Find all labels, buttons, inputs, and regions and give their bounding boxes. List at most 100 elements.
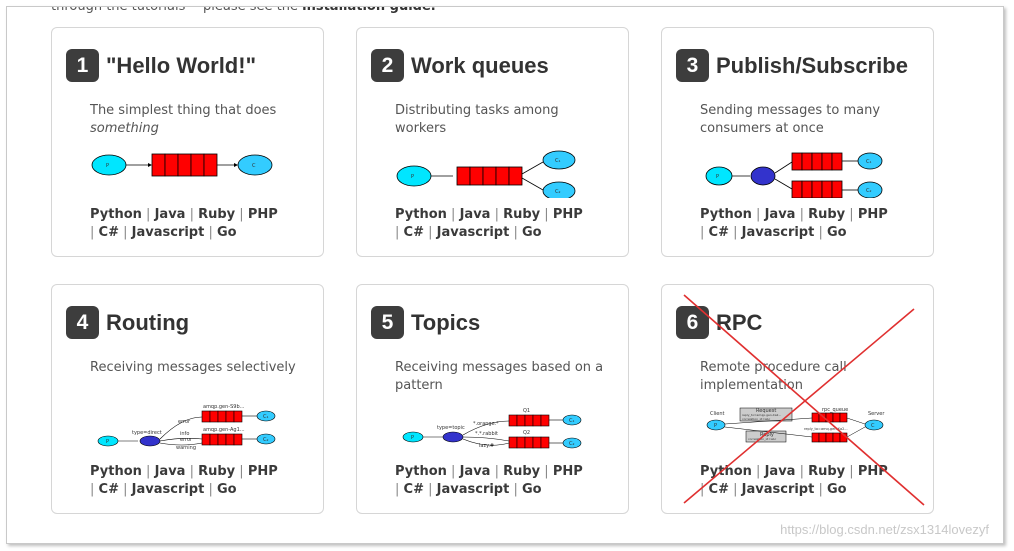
language-links: Python | Java | Ruby | PHP | C# | Javasc… xyxy=(700,464,888,497)
card-description: Receiving messages based on a pattern xyxy=(395,360,604,393)
installation-guide-link[interactable]: installation guide. xyxy=(302,6,436,14)
corr-id2-label: correlation_id=abc xyxy=(748,437,777,441)
rabbit-label: *.*.rabbit xyxy=(475,431,498,437)
link-javascript[interactable]: Javascript xyxy=(436,225,510,240)
link-ruby[interactable]: Ruby xyxy=(198,207,236,222)
link-csharp[interactable]: C# xyxy=(403,482,424,497)
card-number: 6 xyxy=(676,306,709,339)
tutorial-card-6: 6 RPC Remote procedure call implementati… xyxy=(661,284,934,514)
link-php[interactable]: PHP xyxy=(857,207,888,222)
link-ruby[interactable]: Ruby xyxy=(503,207,541,222)
corr-id-label: correlation_id=abc xyxy=(742,417,771,421)
link-csharp[interactable]: C# xyxy=(708,225,729,240)
tutorial-card-5: 5 Topics Receiving messages based on a p… xyxy=(356,284,629,514)
card-title[interactable]: Routing xyxy=(106,309,190,335)
link-javascript[interactable]: Javascript xyxy=(131,482,205,497)
link-go[interactable]: Go xyxy=(217,482,237,497)
consumer-node xyxy=(237,154,273,176)
c2-label: C₂ xyxy=(569,441,575,447)
link-python[interactable]: Python xyxy=(395,464,447,479)
link-csharp[interactable]: C# xyxy=(403,225,424,240)
card-title[interactable]: Topics xyxy=(411,309,481,335)
card-description: Sending messages to many consumers at on… xyxy=(700,103,881,136)
card-title[interactable]: Work queues xyxy=(411,52,549,78)
card-header: 4 Routing xyxy=(66,306,189,339)
q1-label: Q1 xyxy=(523,408,530,414)
link-ruby[interactable]: Ruby xyxy=(808,207,846,222)
card-title[interactable]: Publish/Subscribe xyxy=(716,52,908,78)
consumer-label: C xyxy=(252,163,256,169)
reply-queue-label: reply_to=amq.gen-Xa2... xyxy=(804,427,848,431)
card-number: 4 xyxy=(66,306,99,339)
link-java[interactable]: Java xyxy=(764,207,796,222)
card-number: 1 xyxy=(66,49,99,82)
link-go[interactable]: Go xyxy=(827,482,847,497)
link-java[interactable]: Java xyxy=(459,207,491,222)
tutorial-card-4: 4 Routing Receiving messages selectively… xyxy=(51,284,324,514)
link-python[interactable]: Python xyxy=(90,207,142,222)
link-javascript[interactable]: Javascript xyxy=(741,225,815,240)
link-go[interactable]: Go xyxy=(827,225,847,240)
link-go[interactable]: Go xyxy=(522,225,542,240)
exchange-node xyxy=(750,166,776,186)
error-label: error xyxy=(178,419,191,425)
link-java[interactable]: Java xyxy=(154,207,186,222)
link-java[interactable]: Java xyxy=(764,464,796,479)
link-php[interactable]: PHP xyxy=(247,464,278,479)
tutorial-card-3: 3 Publish/Subscribe Sending messages to … xyxy=(661,27,934,257)
link-ruby[interactable]: Ruby xyxy=(503,464,541,479)
info-label: info xyxy=(180,431,189,437)
link-go[interactable]: Go xyxy=(217,225,237,240)
link-python[interactable]: Python xyxy=(395,207,447,222)
language-links: Python | Java | Ruby | PHP | C# | Javasc… xyxy=(700,207,888,240)
card-header: 6 RPC xyxy=(676,306,762,339)
language-links: Python | Java | Ruby | PHP | C# | Javasc… xyxy=(90,464,278,497)
card-header: 5 Topics xyxy=(371,306,480,339)
card-number: 2 xyxy=(371,49,404,82)
link-php[interactable]: PHP xyxy=(857,464,888,479)
producer-label: P xyxy=(106,163,109,169)
type-direct-label: type=direct xyxy=(132,430,162,436)
c1-label: C₁ xyxy=(866,159,872,165)
client-label: Client xyxy=(710,411,725,417)
tutorial-card-1: 1 "Hello World!" The simplest thing that… xyxy=(51,27,324,257)
link-ruby[interactable]: Ruby xyxy=(198,464,236,479)
link-php[interactable]: PHP xyxy=(247,207,278,222)
producer-label: P xyxy=(411,435,414,441)
producer-label: P xyxy=(411,174,414,180)
card-description: Remote procedure call implementation xyxy=(700,360,847,393)
card-title[interactable]: "Hello World!" xyxy=(106,52,257,78)
language-links: Python | Java | Ruby | PHP | C# | Javasc… xyxy=(395,464,583,497)
link-javascript[interactable]: Javascript xyxy=(131,225,205,240)
routing-diagram: P type=direct error info error warning a… xyxy=(97,404,276,451)
link-python[interactable]: Python xyxy=(90,464,142,479)
link-ruby[interactable]: Ruby xyxy=(808,464,846,479)
error2-label: error xyxy=(180,437,193,443)
server-node-label: C xyxy=(871,423,875,429)
link-csharp[interactable]: C# xyxy=(98,225,119,240)
queue2-label: amqp.gen-Ag1... xyxy=(203,427,245,433)
producer-label: P xyxy=(716,174,719,180)
watermark: https://blog.csdn.net/zsx1314lovezyf xyxy=(780,522,989,537)
link-csharp[interactable]: C# xyxy=(708,482,729,497)
language-links: Python | Java | Ruby | PHP | C# | Javasc… xyxy=(395,207,583,240)
intro-prefix: through the tutorials -- please see the xyxy=(51,6,298,14)
link-java[interactable]: Java xyxy=(459,464,491,479)
link-php[interactable]: PHP xyxy=(552,464,583,479)
link-csharp[interactable]: C# xyxy=(98,482,119,497)
lazy-label: lazy.# xyxy=(479,443,494,449)
card-title[interactable]: RPC xyxy=(716,309,763,335)
desc-text: The simplest thing that does xyxy=(90,103,277,118)
link-php[interactable]: PHP xyxy=(552,207,583,222)
link-python[interactable]: Python xyxy=(700,464,752,479)
link-go[interactable]: Go xyxy=(522,482,542,497)
link-python[interactable]: Python xyxy=(700,207,752,222)
c2-label: C₂ xyxy=(263,437,269,443)
card-description: Distributing tasks among workers xyxy=(395,103,559,136)
link-java[interactable]: Java xyxy=(154,464,186,479)
card-header: 1 "Hello World!" xyxy=(66,49,256,82)
producer-label: P xyxy=(106,439,109,445)
link-javascript[interactable]: Javascript xyxy=(741,482,815,497)
link-javascript[interactable]: Javascript xyxy=(436,482,510,497)
c1-label: C₁ xyxy=(555,158,561,164)
